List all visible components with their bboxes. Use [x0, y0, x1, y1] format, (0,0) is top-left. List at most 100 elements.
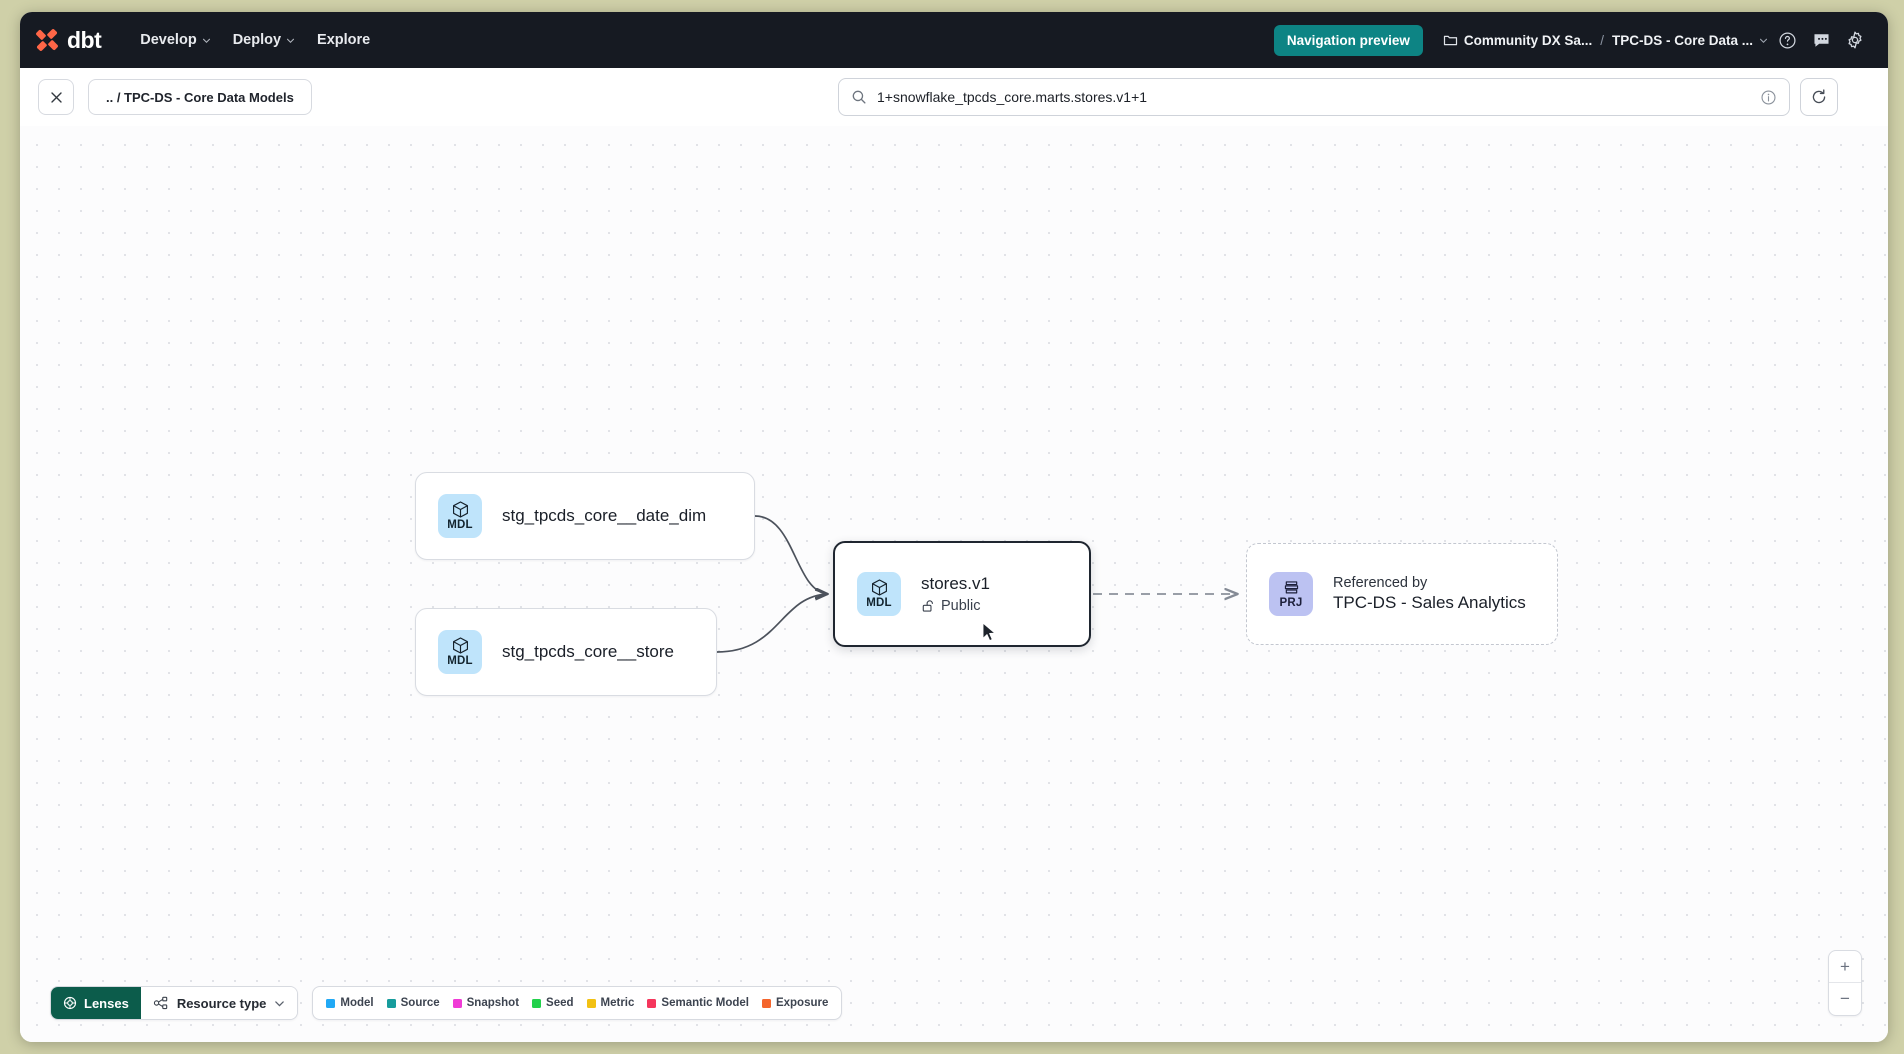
info-circle-icon[interactable]	[1760, 89, 1777, 106]
close-lineage-button[interactable]	[38, 79, 74, 115]
legend-label: Source	[400, 997, 440, 1009]
legend-item[interactable]: Seed	[532, 997, 574, 1009]
nav-item-develop[interactable]: Develop	[129, 25, 221, 55]
zoom-out-button[interactable]: −	[1840, 989, 1850, 1008]
legend-item[interactable]: Model	[326, 997, 374, 1009]
legend-item[interactable]: Exposure	[761, 997, 829, 1009]
resource-type-dropdown[interactable]: Resource type	[140, 987, 298, 1019]
legend-label: Seed	[546, 997, 574, 1009]
feedback-button[interactable]	[1806, 25, 1836, 55]
breadcrumb: Community DX Sa... / TPC-DS - Core Data …	[1443, 33, 1768, 48]
dbt-logo[interactable]: dbt	[34, 26, 102, 54]
chevron-down-icon	[202, 38, 210, 43]
resource-badge-model: MDL	[438, 494, 482, 538]
lineage-node-referenced-by-project[interactable]: PRJ Referenced by TPC-DS - Sales Analyti…	[1246, 543, 1558, 645]
search-input[interactable]: 1+snowflake_tpcds_core.marts.stores.v1+1	[838, 78, 1790, 116]
chevron-down-icon	[275, 1000, 285, 1007]
cube-icon	[452, 637, 468, 654]
chat-bubble-icon	[1813, 33, 1829, 47]
legend-item[interactable]: Semantic Model	[647, 997, 749, 1009]
cube-icon	[452, 501, 468, 518]
legend-swatch	[326, 998, 336, 1008]
lineage-node-stores-v1[interactable]: MDL stores.v1 Public	[833, 541, 1091, 647]
resource-type-label: Resource type	[176, 995, 267, 1011]
lineage-breadcrumb-button[interactable]: .. / TPC-DS - Core Data Models	[88, 79, 312, 115]
settings-button[interactable]	[1840, 25, 1870, 55]
nodes-icon	[153, 996, 168, 1010]
resource-badge-label: PRJ	[1279, 597, 1303, 610]
resource-badge-label: MDL	[866, 597, 892, 610]
nav-item-explore[interactable]: Explore	[306, 25, 381, 55]
resource-badge-model: MDL	[438, 630, 482, 674]
help-button[interactable]	[1772, 25, 1802, 55]
legend-swatch	[761, 998, 771, 1008]
node-title: stg_tpcds_core__date_dim	[502, 506, 707, 525]
refresh-button[interactable]	[1800, 78, 1838, 116]
chevron-down-icon	[287, 38, 295, 43]
lens-icon	[63, 996, 77, 1010]
search-area: 1+snowflake_tpcds_core.marts.stores.v1+1	[838, 78, 1838, 116]
lineage-node-stg-tpcds-core-store[interactable]: MDL stg_tpcds_core__store	[415, 608, 717, 696]
legend-item[interactable]: Snapshot	[452, 997, 519, 1009]
nav-item-label: Explore	[317, 32, 371, 48]
legend-item[interactable]: Metric	[586, 997, 635, 1009]
breadcrumb-account-label: Community DX Sa...	[1463, 32, 1593, 48]
help-circle-icon	[1778, 31, 1796, 49]
chevron-down-icon	[1759, 38, 1768, 43]
node-body: stg_tpcds_core__store	[502, 642, 694, 662]
node-project-name: TPC-DS - Sales Analytics	[1333, 593, 1526, 612]
unlock-icon	[922, 600, 933, 612]
navigation-preview-button[interactable]: Navigation preview	[1273, 24, 1423, 56]
lineage-canvas[interactable]: MDL stg_tpcds_core__date_dim MDL stg_tpc…	[20, 126, 1888, 1042]
lineage-bottom-toolbar: Lenses Resource type Model Source Snapshot…	[50, 986, 843, 1020]
breadcrumb-account[interactable]: Community DX Sa...	[1443, 33, 1592, 48]
lineage-node-stg-tpcds-core-date-dim[interactable]: MDL stg_tpcds_core__date_dim	[415, 472, 755, 560]
resource-badge-label: MDL	[447, 655, 473, 668]
node-body: Referenced by TPC-DS - Sales Analytics	[1333, 575, 1546, 613]
nav-item-label: Develop	[140, 32, 197, 48]
lenses-button[interactable]: Lenses	[51, 987, 141, 1019]
resource-badge-project: PRJ	[1269, 572, 1313, 616]
resource-badge-label: MDL	[447, 519, 473, 532]
breadcrumb-project-label: TPC-DS - Core Data ...	[1611, 32, 1753, 48]
top-navigation-bar: dbt Develop Deploy Explore Navigation pr…	[20, 12, 1888, 68]
legend-swatch	[532, 998, 542, 1008]
legend-label: Metric	[600, 997, 635, 1009]
legend-label: Model	[340, 997, 374, 1009]
lenses-label: Lenses	[84, 995, 129, 1011]
lenses-group: Lenses Resource type	[50, 986, 299, 1020]
close-icon	[50, 91, 62, 103]
legend-swatch	[586, 998, 596, 1008]
legend-swatch	[452, 998, 462, 1008]
lineage-edges	[716, 515, 1888, 653]
folder-icon	[1443, 35, 1458, 45]
legend-label: Semantic Model	[661, 997, 749, 1009]
edge-date-dim-to-stores	[754, 515, 828, 594]
node-body: stg_tpcds_core__date_dim	[502, 506, 726, 526]
layers-icon	[1284, 581, 1298, 594]
node-access-label: Public	[941, 598, 981, 614]
node-access-row: Public	[921, 598, 990, 614]
breadcrumb-project[interactable]: TPC-DS - Core Data ...	[1612, 33, 1768, 48]
gear-icon	[1848, 31, 1862, 49]
nav-item-deploy[interactable]: Deploy	[222, 25, 306, 55]
breadcrumb-separator: /	[1600, 32, 1604, 48]
legend-item[interactable]: Source	[386, 997, 440, 1009]
legend-swatch	[647, 998, 657, 1008]
node-title: stg_tpcds_core__store	[502, 642, 674, 661]
nav-item-label: Deploy	[232, 32, 282, 48]
brand-text: dbt	[67, 26, 102, 53]
node-body: stores.v1 Public	[921, 574, 1010, 614]
legend-label: Exposure	[775, 997, 829, 1009]
resource-badge-model: MDL	[857, 572, 901, 616]
node-kicker: Referenced by	[1333, 575, 1428, 591]
node-title: stores.v1	[921, 574, 990, 593]
sub-toolbar: .. / TPC-DS - Core Data Models 1+snowfla…	[20, 68, 1888, 126]
legend-swatch	[386, 998, 396, 1008]
zoom-controls: + −	[1828, 950, 1862, 1016]
resource-type-legend: Model Source Snapshot Seed Metric Semantic Mo…	[312, 986, 843, 1020]
zoom-in-button[interactable]: +	[1829, 951, 1861, 983]
cube-icon	[871, 579, 887, 596]
search-input-value: 1+snowflake_tpcds_core.marts.stores.v1+1	[877, 89, 1148, 105]
refresh-icon	[1812, 89, 1826, 104]
